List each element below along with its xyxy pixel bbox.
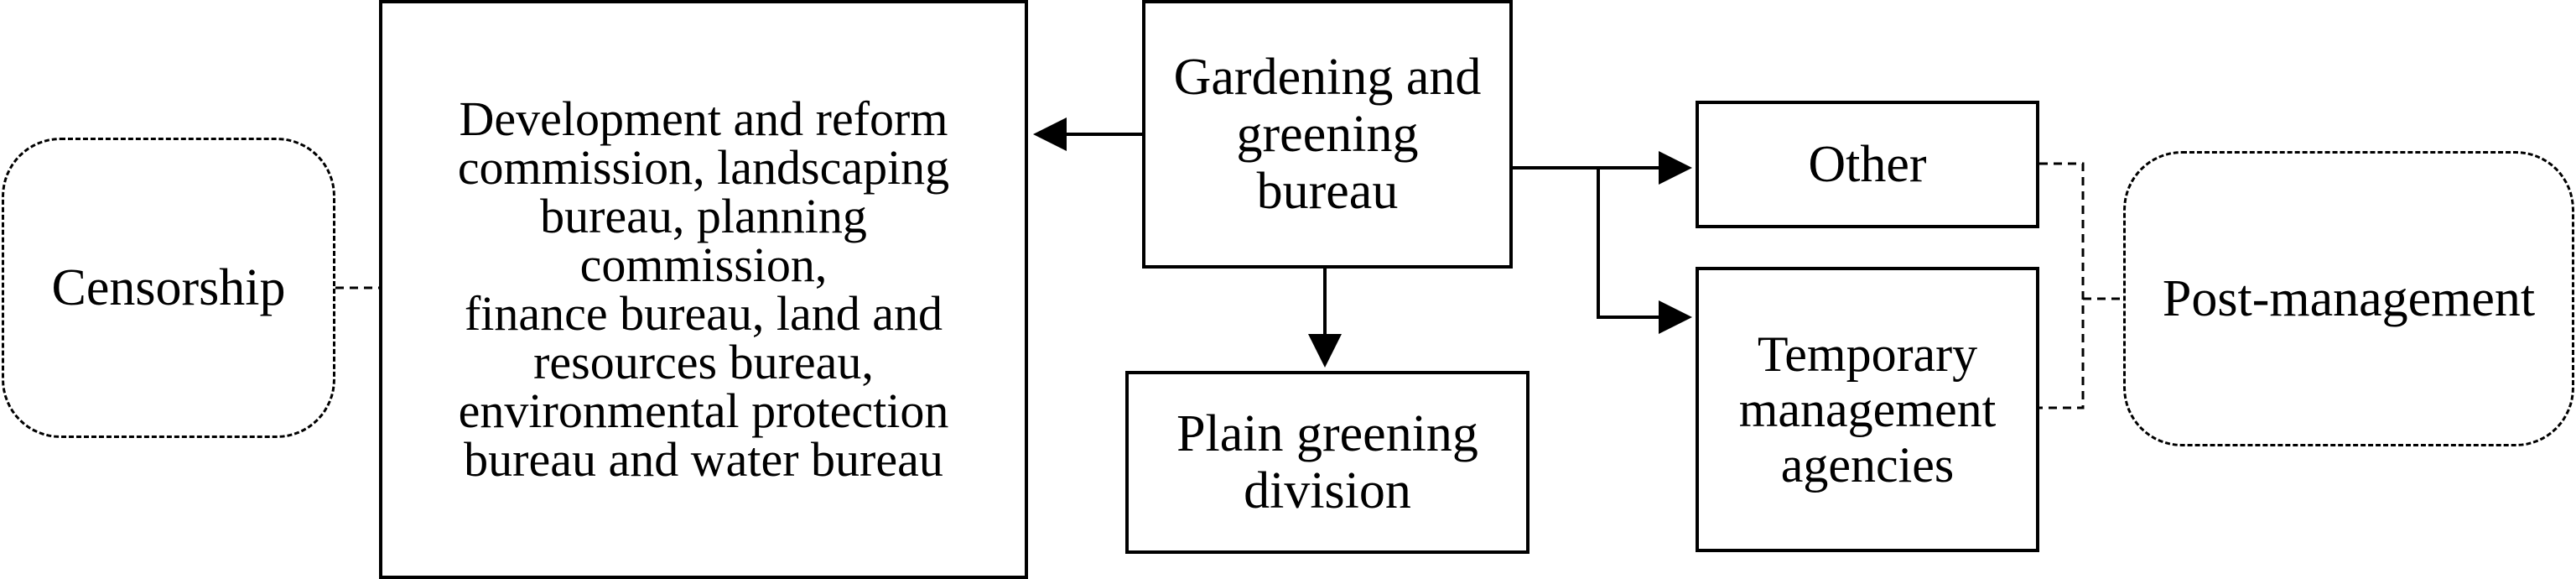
- plain-greening-node: Plain greening division: [1125, 371, 1530, 554]
- censorship-label: Censorship: [51, 259, 286, 316]
- agencies-label: Development and reform commission, lands…: [457, 91, 950, 487]
- agencies-node: Development and reform commission, lands…: [379, 0, 1028, 579]
- arrow-to-temporary: [1597, 168, 1692, 334]
- temporary-agencies-label: Temporary management agencies: [1738, 326, 1997, 493]
- gardening-bureau-node: Gardening and greening bureau: [1142, 0, 1513, 269]
- post-management-label: Post-management: [2162, 270, 2536, 327]
- temporary-agencies-node: Temporary management agencies: [1696, 267, 2039, 552]
- other-node: Other: [1696, 101, 2039, 228]
- post-management-node: Post-management: [2123, 151, 2574, 446]
- censorship-node: Censorship: [2, 138, 335, 438]
- plain-greening-label: Plain greening division: [1176, 405, 1478, 519]
- gardening-bureau-label: Gardening and greening bureau: [1173, 49, 1482, 220]
- other-label: Other: [1808, 136, 1927, 193]
- dashed-link-post-management: [2039, 162, 2085, 409]
